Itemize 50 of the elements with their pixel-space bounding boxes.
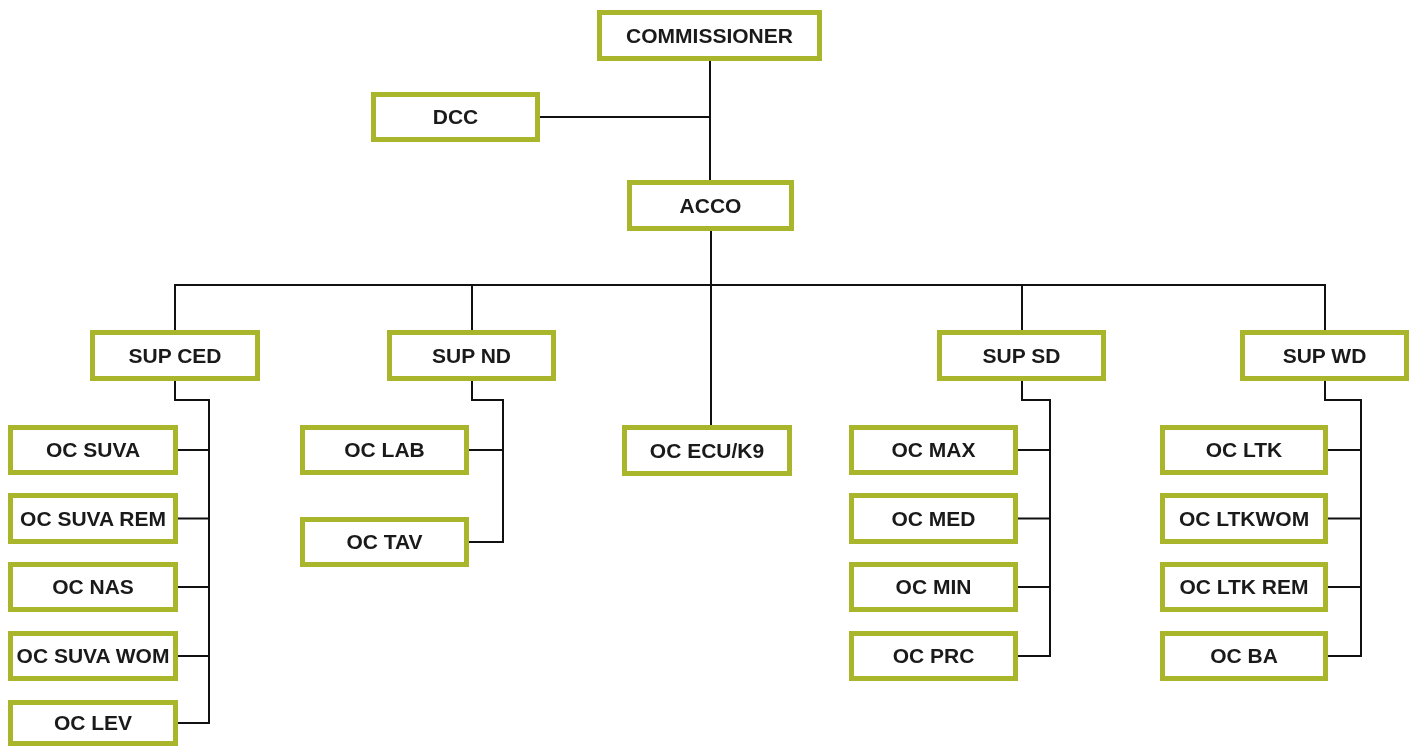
org-box <box>597 10 822 61</box>
org-box <box>1160 631 1328 681</box>
connector-line <box>468 380 504 543</box>
org-box <box>627 180 794 231</box>
org-box <box>371 92 540 142</box>
role-label: OC LAB <box>344 440 425 460</box>
org-box <box>1160 425 1328 475</box>
connector-line <box>709 60 711 181</box>
org-box <box>90 330 260 381</box>
role-label: OC LTK REM <box>1179 577 1309 597</box>
role-label: OC PRC <box>892 646 975 666</box>
role-label: COMMISSIONER <box>626 25 793 46</box>
role-label: OC LTKWOM <box>1178 508 1310 529</box>
org-box <box>1160 493 1328 544</box>
role-label: DCC <box>432 107 479 127</box>
org-box <box>622 425 792 476</box>
role-label: OC SUVA REM <box>20 508 166 529</box>
role-label: OC LEV <box>53 713 133 733</box>
role-label: SUP ND <box>432 345 511 366</box>
role-label: SUP SD <box>982 345 1061 366</box>
role-label: OC ECU/K9 <box>649 440 765 461</box>
org-box <box>8 493 178 544</box>
org-box <box>8 631 178 681</box>
org-box <box>1160 562 1328 612</box>
org-box <box>8 425 178 475</box>
role-label: SUP WD <box>1282 345 1367 366</box>
role-label: OC BA <box>1210 646 1278 666</box>
org-box <box>300 425 469 475</box>
role-label: OC LTK <box>1205 440 1283 460</box>
connector-line <box>1017 380 1051 657</box>
role-label: OC SUVA WOM <box>16 646 170 666</box>
role-label: OC SUVA <box>45 440 141 460</box>
role-label: SUP CED <box>128 345 222 366</box>
org-box <box>387 330 556 381</box>
org-box <box>300 517 469 567</box>
org-box <box>849 631 1018 681</box>
role-label: OC MED <box>891 508 976 529</box>
org-box <box>849 493 1018 544</box>
org-box <box>8 562 178 612</box>
connector-line <box>1324 380 1362 657</box>
role-label: OC TAV <box>346 532 423 552</box>
role-label: ACCO <box>679 195 742 216</box>
org-box <box>8 700 178 746</box>
role-label: OC NAS <box>52 577 134 597</box>
org-box <box>849 425 1018 475</box>
org-box <box>937 330 1106 381</box>
org-box <box>1240 330 1409 381</box>
org-box <box>849 562 1018 612</box>
role-label: OC MAX <box>891 440 976 460</box>
role-label: OC MIN <box>895 577 972 597</box>
